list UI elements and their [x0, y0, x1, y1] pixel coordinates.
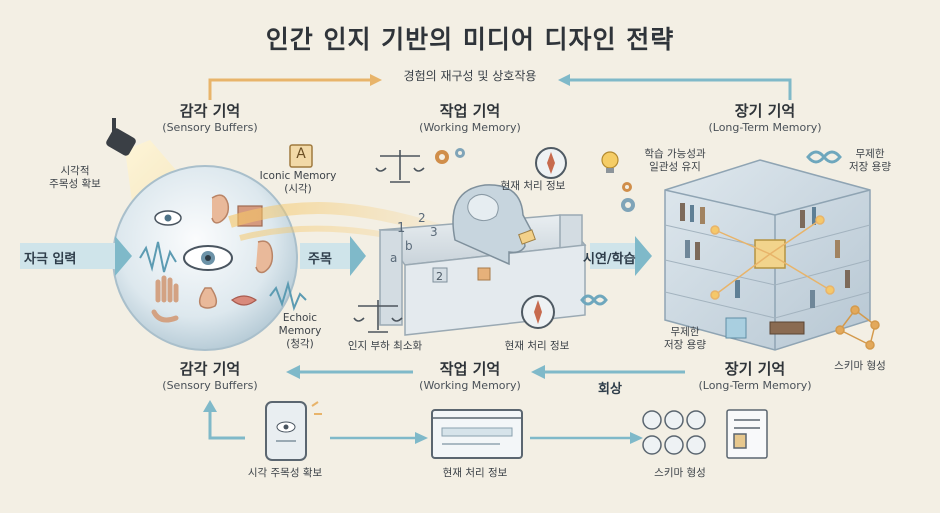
svg-text:b: b: [405, 239, 413, 253]
browser-window-icon: [432, 410, 522, 458]
current-info-note-bottom: 현재 처리 정보: [482, 340, 592, 353]
visual-attention-note: 시각적 주목성 확보: [30, 165, 120, 191]
svg-text:1: 1: [397, 221, 405, 236]
bookshelf-cube: [665, 160, 870, 350]
bottom-attention-label: 시각 주목성 확보: [225, 467, 345, 480]
bottom-schema-label: 스키마 형성: [640, 467, 720, 480]
longterm-heading: 장기 기억 (Long-Term Memory): [670, 100, 860, 134]
sensory-heading: 감각 기억 (Sensory Buffers): [130, 100, 290, 134]
bottom-sensory-heading: 감각 기억 (Sensory Buffers): [135, 358, 285, 392]
stimulus-input-label: 자극 입력: [24, 248, 76, 267]
page-title: 인간 인지 기반의 미디어 디자인 전략: [0, 20, 940, 56]
echoic-memory-note: Echoic Memory (청각): [260, 312, 340, 351]
rehearsal-label: 시연/학습: [583, 248, 636, 267]
feedback-label: 경험의 재구성 및 상호작용: [380, 67, 560, 84]
svg-text:3: 3: [430, 225, 438, 239]
working-heading: 작업 기억 (Working Memory): [380, 100, 560, 134]
schema-icons-grid: [643, 410, 767, 458]
current-info-note-top: 현재 처리 정보: [478, 180, 588, 193]
learnability-note: 학습 가능성과 일관성 유지: [620, 148, 730, 174]
lightbulb-icon: [602, 152, 618, 173]
attention-label: 주목: [308, 248, 332, 267]
bottom-current-label: 현재 처리 정보: [420, 467, 530, 480]
unlimited-storage-note-top: 무제한 저장 용량: [830, 148, 910, 174]
unlimited-storage-note-bottom: 무제한 저장 용량: [650, 326, 720, 352]
iconic-memory-note: Iconic Memory (시각): [248, 170, 348, 196]
cognitive-load-note: 인지 부하 최소화: [330, 340, 440, 353]
recall-label: 회상: [598, 378, 622, 397]
schema-note: 스키마 형성: [820, 360, 900, 373]
bottom-longterm-heading: 장기 기억 (Long-Term Memory): [680, 358, 830, 392]
iconic-letter: A: [290, 146, 312, 162]
bottom-working-heading: 작업 기억 (Working Memory): [395, 358, 545, 392]
svg-text:2: 2: [436, 270, 443, 283]
svg-text:a: a: [390, 251, 397, 265]
svg-text:2: 2: [418, 211, 426, 225]
phone-icon: [266, 402, 322, 460]
